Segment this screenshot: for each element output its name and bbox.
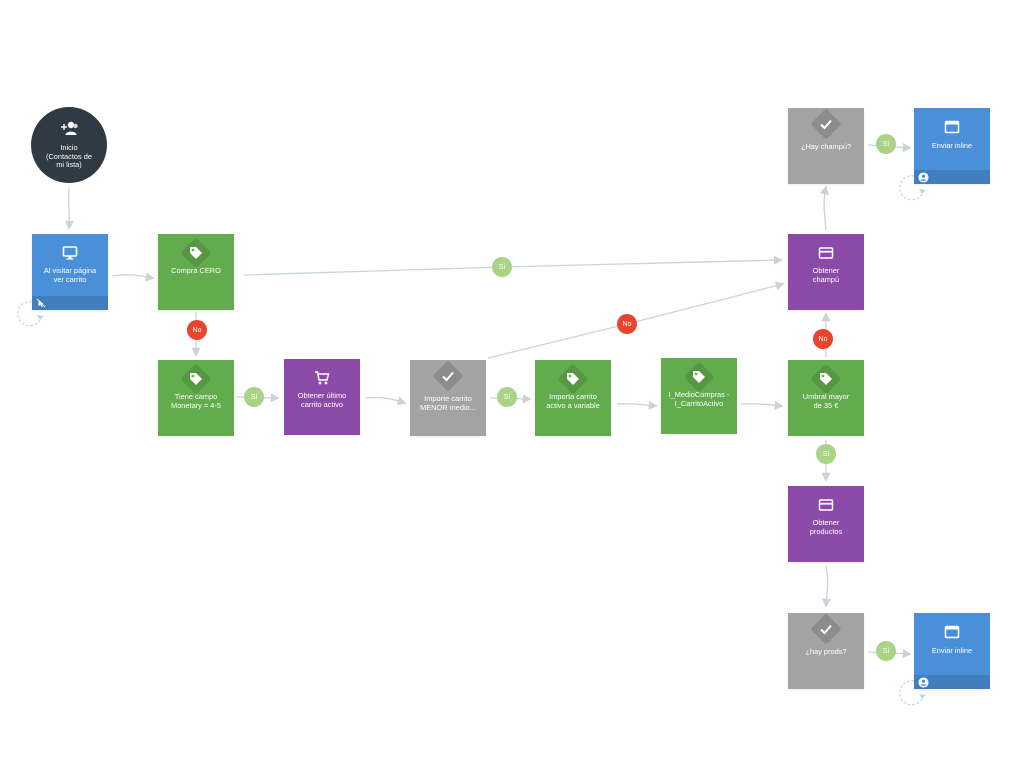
node-hay-prods-label: ¿hay prods? [805, 648, 847, 656]
edge-start-visit [65, 187, 75, 230]
loop-icon [899, 175, 926, 201]
node-obtener-productos[interactable]: Obtener productos [788, 486, 864, 562]
branch-yes-hay-champu[interactable]: Sí [876, 134, 896, 154]
branch-yes-monetary-ultimo[interactable]: Sí [244, 387, 264, 407]
node-monetary-label: Tiene campo Monetary = 4-5 [171, 393, 221, 410]
window-icon [942, 117, 962, 137]
branch-no-umbral-champu[interactable]: No [813, 329, 833, 349]
node-importe-menor[interactable]: Importe carrito MENOR medio... [410, 360, 486, 436]
node-ultimo-carrito-label: Obtener último carrito activo [297, 392, 347, 409]
branch-no-compra-monetary[interactable]: No [187, 320, 207, 340]
node-visit-cart-label: Al visitar página ver carrito [43, 267, 97, 284]
node-hay-prods[interactable]: ¿hay prods? [788, 613, 864, 689]
tag-icon [186, 243, 206, 263]
branch-yes-hay-prods[interactable]: Sí [876, 641, 896, 661]
node-importa-variable-label: Importa carrito activo a variable [546, 393, 600, 410]
edge-variable-medio [616, 400, 658, 410]
node-obtener-champu-label: Obtener champú [812, 267, 840, 284]
node-medio-compras[interactable]: I_MedioCompras - I_CarritoActivo [661, 358, 737, 434]
loop-icon [17, 301, 44, 327]
check-icon [816, 619, 836, 639]
tag-icon [816, 369, 836, 389]
node-importe-menor-label: Importe carrito MENOR medio... [420, 395, 476, 412]
node-enviar-inline-2-label: Enviar inline [931, 647, 973, 655]
edge-ultimo-importe [364, 396, 407, 406]
edge-compra-champu [243, 255, 783, 276]
loop-icon [899, 680, 926, 706]
node-medio-compras-label: I_MedioCompras - I_CarritoActivo [668, 391, 730, 408]
node-hay-champu[interactable]: ¿Hay champú? [788, 108, 864, 184]
branch-yes-umbral-productos[interactable]: Sí [816, 444, 836, 464]
tag-icon [563, 369, 583, 389]
node-umbral[interactable]: Umbral mayor de 35 € [788, 360, 864, 436]
node-compra-cero-label: Compra CERO [171, 267, 221, 275]
node-visit-cart[interactable]: Al visitar página ver carrito [32, 234, 108, 310]
node-compra-cero[interactable]: Compra CERO [158, 234, 234, 310]
tag-icon [186, 369, 206, 389]
branch-no-importe-champu[interactable]: No [617, 314, 637, 334]
edge-visit-compra [111, 272, 155, 282]
node-enviar-inline-2[interactable]: Enviar inline [914, 613, 990, 689]
node-enviar-inline-1-footer [914, 170, 990, 184]
node-ultimo-carrito[interactable]: Obtener último carrito activo [284, 359, 360, 435]
card-icon [816, 495, 836, 515]
card-icon [816, 243, 836, 263]
monitor-icon [60, 243, 80, 263]
node-obtener-champu[interactable]: Obtener champú [788, 234, 864, 310]
edge-champu-hay [819, 185, 829, 231]
check-icon [438, 366, 458, 386]
check-icon [816, 114, 836, 134]
no-click-icon [35, 297, 47, 309]
node-umbral-label: Umbral mayor de 35 € [802, 393, 850, 410]
add-users-icon [60, 120, 78, 136]
node-hay-champu-label: ¿Hay champú? [800, 143, 852, 151]
edge-medio-umbral [740, 400, 784, 410]
node-monetary[interactable]: Tiene campo Monetary = 4-5 [158, 360, 234, 436]
tag-icon [689, 367, 709, 387]
node-obtener-productos-label: Obtener productos [809, 519, 843, 536]
node-enviar-inline-2-footer [914, 675, 990, 689]
branch-yes-importe-variable[interactable]: Sí [497, 387, 517, 407]
user-icon [917, 171, 929, 183]
edge-productos-hayprods [821, 565, 832, 608]
node-importa-variable[interactable]: Importa carrito activo a variable [535, 360, 611, 436]
node-visit-cart-footer [32, 296, 108, 310]
node-enviar-inline-1[interactable]: Enviar inline [914, 108, 990, 184]
user-icon [917, 676, 929, 688]
start-node[interactable]: Inicio (Contactos de mi lista) [31, 107, 107, 183]
start-node-label: Inicio (Contactos de mi lista) [45, 143, 92, 170]
cart-icon [312, 368, 332, 388]
node-enviar-inline-1-label: Enviar inline [931, 142, 973, 150]
window-icon [942, 622, 962, 642]
branch-yes-compra-champu[interactable]: Sí [492, 257, 512, 277]
